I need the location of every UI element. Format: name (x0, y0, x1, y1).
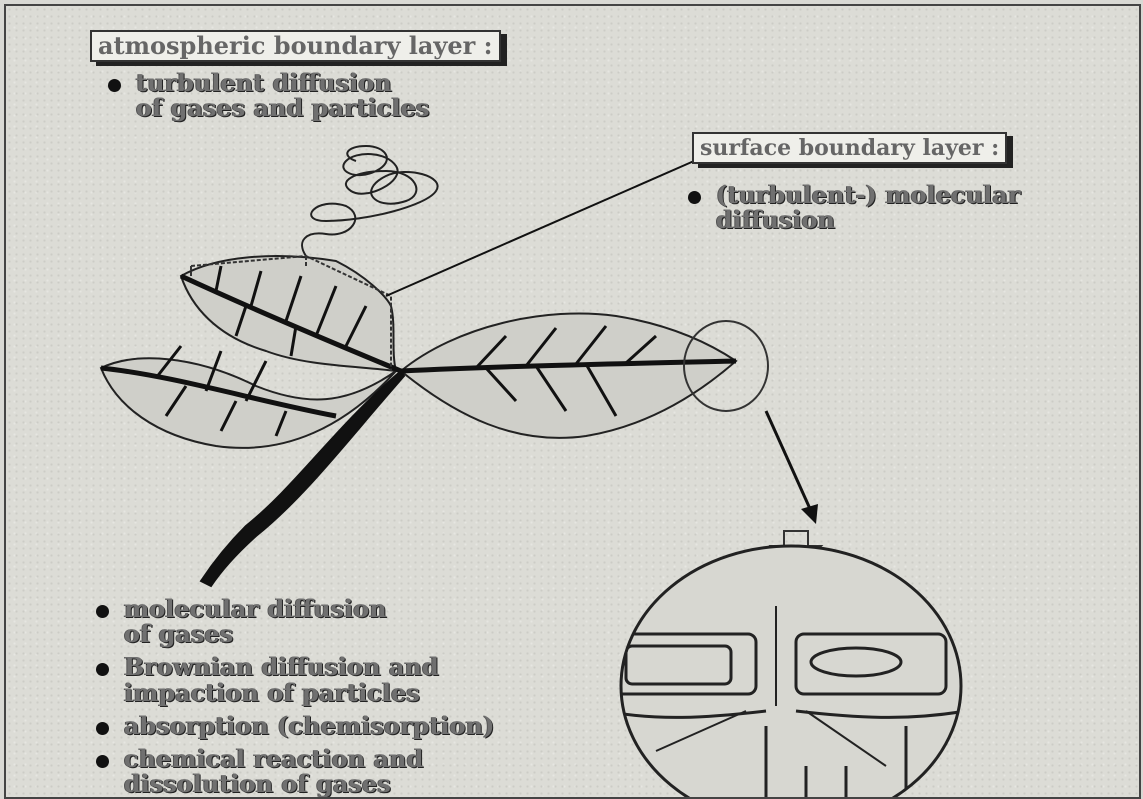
diagram-frame: atmospheric boundary layer : turbulent d… (4, 4, 1141, 799)
bullet-process-3: absorption (chemisorption) (94, 713, 494, 738)
bullet-turbulent-diffusion: turbulent diffusion of gases and particl… (106, 70, 430, 120)
bullet-process-2: Brownian diffusion and impaction of part… (94, 654, 494, 704)
atmospheric-points: turbulent diffusion of gases and particl… (106, 70, 430, 120)
bullet-process-4: chemical reaction and dissolution of gas… (94, 746, 494, 796)
zoom-arrow (766, 411, 811, 511)
leaf-processes: molecular diffusion of gases Brownian di… (94, 596, 494, 796)
connector-line (386, 161, 694, 296)
bullet-process-1: molecular diffusion of gases (94, 596, 494, 646)
surface-points: (turbulent-) molecular diffusion (686, 182, 1021, 232)
atmospheric-boundary-label: atmospheric boundary layer : (90, 30, 501, 62)
bullet-molecular-diffusion: (turbulent-) molecular diffusion (686, 182, 1021, 232)
detail-circle (621, 546, 961, 797)
surface-boundary-label: surface boundary layer : (692, 132, 1007, 164)
turbulence-squiggle (302, 146, 438, 256)
